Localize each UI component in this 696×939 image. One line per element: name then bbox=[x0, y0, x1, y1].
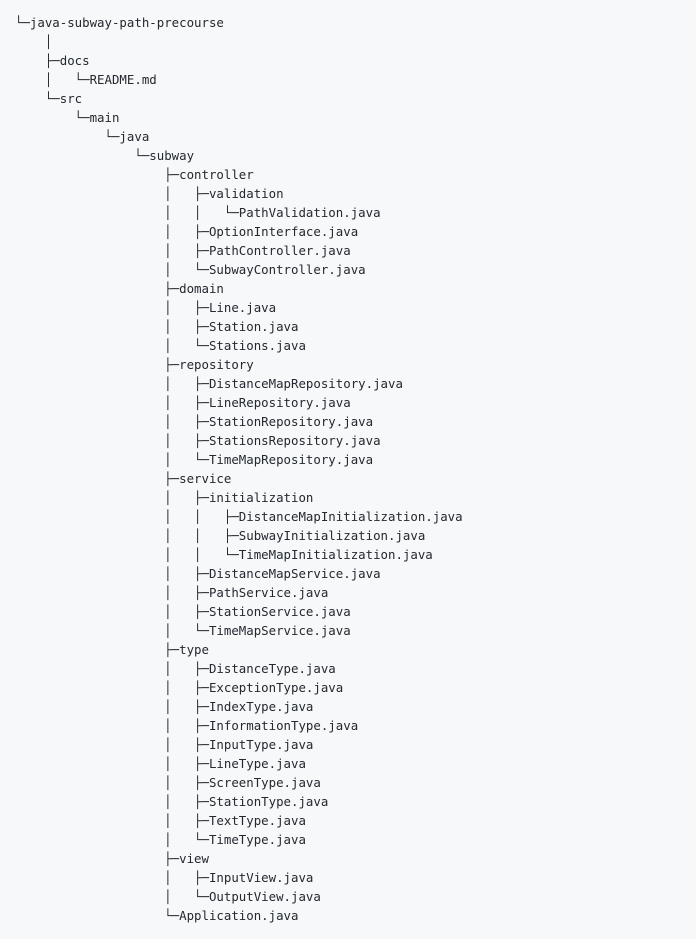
tree-line-subway-initialization: │ │ ├─SubwayInitialization.java bbox=[15, 528, 426, 543]
tree-line-distance-map-initialization: │ │ ├─DistanceMapInitialization.java bbox=[15, 509, 463, 524]
tree-line-distance-map-service: │ ├─DistanceMapService.java bbox=[15, 566, 381, 581]
directory-tree: └─java-subway-path-precourse │ ├─docs │ … bbox=[15, 13, 696, 925]
tree-line-time-map-initialization: │ │ └─TimeMapInitialization.java bbox=[15, 547, 433, 562]
tree-line-java: └─java bbox=[15, 129, 150, 144]
tree-line-line: │ ├─Line.java bbox=[15, 300, 277, 315]
tree-line-station-service: │ ├─StationService.java bbox=[15, 604, 351, 619]
tree-line-main: └─main bbox=[15, 110, 120, 125]
tree-line-station-repository: │ ├─StationRepository.java bbox=[15, 414, 374, 429]
tree-line-subway-controller: │ └─SubwayController.java bbox=[15, 262, 366, 277]
tree-line-output-view: │ └─OutputView.java bbox=[15, 889, 321, 904]
tree-line-path-validation: │ │ └─PathValidation.java bbox=[15, 205, 381, 220]
tree-line-line-type: │ ├─LineType.java bbox=[15, 756, 306, 771]
tree-line-path-service: │ ├─PathService.java bbox=[15, 585, 329, 600]
tree-line-screen-type: │ ├─ScreenType.java bbox=[15, 775, 321, 790]
tree-line-line-repository: │ ├─LineRepository.java bbox=[15, 395, 351, 410]
tree-line-path-controller: │ ├─PathController.java bbox=[15, 243, 351, 258]
tree-line-stations-repository: │ ├─StationsRepository.java bbox=[15, 433, 381, 448]
tree-line-stations: │ └─Stations.java bbox=[15, 338, 306, 353]
tree-line-view: ├─view bbox=[15, 851, 209, 866]
tree-line-service: ├─service bbox=[15, 471, 232, 486]
tree-line-text-type: │ ├─TextType.java bbox=[15, 813, 306, 828]
tree-line-distance-type: │ ├─DistanceType.java bbox=[15, 661, 336, 676]
tree-line-index-type: │ ├─IndexType.java bbox=[15, 699, 314, 714]
tree-line-distance-map-repository: │ ├─DistanceMapRepository.java bbox=[15, 376, 403, 391]
tree-line-time-map-service: │ └─TimeMapService.java bbox=[15, 623, 351, 638]
tree-line-validation: │ ├─validation bbox=[15, 186, 284, 201]
tree-line-controller: ├─controller bbox=[15, 167, 254, 182]
tree-line-input-view: │ ├─InputView.java bbox=[15, 870, 314, 885]
tree-line-src: └─src bbox=[15, 91, 83, 106]
tree-line-initialization: │ ├─initialization bbox=[15, 490, 314, 505]
tree-line-input-type: │ ├─InputType.java bbox=[15, 737, 314, 752]
tree-line-readme: │ └─README.md bbox=[15, 72, 157, 87]
tree-line-application: └─Application.java bbox=[15, 908, 299, 923]
tree-line: │ bbox=[15, 34, 53, 49]
tree-line-type: ├─type bbox=[15, 642, 209, 657]
tree-line-docs: ├─docs bbox=[15, 53, 90, 68]
tree-line-domain: ├─domain bbox=[15, 281, 224, 296]
tree-line-information-type: │ ├─InformationType.java bbox=[15, 718, 359, 733]
tree-line-station-type: │ ├─StationType.java bbox=[15, 794, 329, 809]
tree-line-station: │ ├─Station.java bbox=[15, 319, 299, 334]
tree-line-time-type: │ └─TimeType.java bbox=[15, 832, 306, 847]
tree-line-option-interface: │ ├─OptionInterface.java bbox=[15, 224, 359, 239]
tree-line-time-map-repository: │ └─TimeMapRepository.java bbox=[15, 452, 374, 467]
tree-line-subway: └─subway bbox=[15, 148, 195, 163]
tree-line-exception-type: │ ├─ExceptionType.java bbox=[15, 680, 344, 695]
tree-line-repository: ├─repository bbox=[15, 357, 254, 372]
tree-line-root: └─java-subway-path-precourse bbox=[15, 15, 224, 30]
